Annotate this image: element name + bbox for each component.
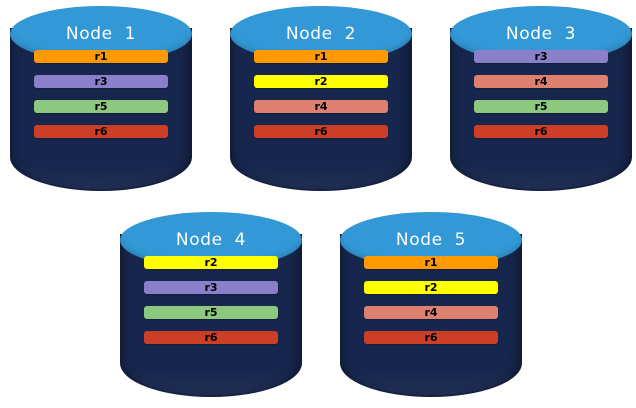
- replica-bar[interactable]: r3: [474, 50, 608, 63]
- database-node-1[interactable]: Node 1 r1 r3 r5 r6: [10, 6, 192, 191]
- database-node-4[interactable]: Node 4 r2 r3 r5 r6: [120, 212, 302, 397]
- node-label: Node 2: [285, 24, 357, 44]
- replica-bar[interactable]: r2: [364, 281, 498, 294]
- node-label: Node 5: [395, 230, 467, 250]
- node-label: Node 3: [505, 24, 577, 44]
- replica-bar[interactable]: r6: [34, 125, 168, 138]
- replica-bar[interactable]: r4: [364, 306, 498, 319]
- replica-bar[interactable]: r6: [474, 125, 608, 138]
- replica-bar[interactable]: r1: [254, 50, 388, 63]
- replica-bar[interactable]: r4: [474, 75, 608, 88]
- replica-bar[interactable]: r4: [254, 100, 388, 113]
- replica-list: r3 r4 r5 r6: [474, 50, 608, 138]
- node-label: Node 4: [175, 230, 247, 250]
- replica-bar[interactable]: r5: [144, 306, 278, 319]
- replica-bar[interactable]: r5: [34, 100, 168, 113]
- replica-bar[interactable]: r6: [144, 331, 278, 344]
- replica-list: r1 r2 r4 r6: [364, 256, 498, 344]
- node-label: Node 1: [65, 24, 137, 44]
- replica-list: r1 r2 r4 r6: [254, 50, 388, 138]
- replica-bar[interactable]: r3: [34, 75, 168, 88]
- replica-bar[interactable]: r6: [254, 125, 388, 138]
- replica-bar[interactable]: r2: [144, 256, 278, 269]
- replica-bar[interactable]: r6: [364, 331, 498, 344]
- replica-bar[interactable]: r5: [474, 100, 608, 113]
- database-node-5[interactable]: Node 5 r1 r2 r4 r6: [340, 212, 522, 397]
- replica-bar[interactable]: r1: [364, 256, 498, 269]
- replica-bar[interactable]: r3: [144, 281, 278, 294]
- database-node-3[interactable]: Node 3 r3 r4 r5 r6: [450, 6, 632, 191]
- replica-bar[interactable]: r2: [254, 75, 388, 88]
- database-node-2[interactable]: Node 2 r1 r2 r4 r6: [230, 6, 412, 191]
- replica-list: r1 r3 r5 r6: [34, 50, 168, 138]
- replica-bar[interactable]: r1: [34, 50, 168, 63]
- replica-list: r2 r3 r5 r6: [144, 256, 278, 344]
